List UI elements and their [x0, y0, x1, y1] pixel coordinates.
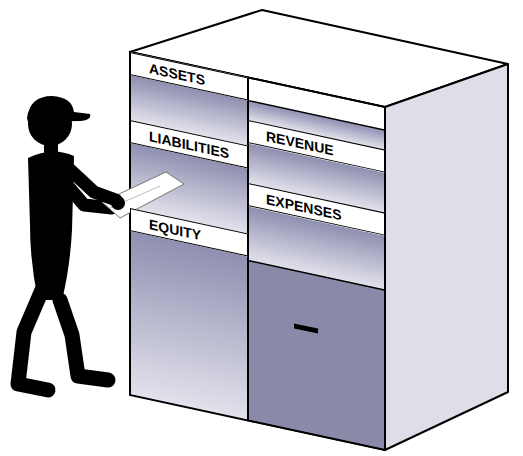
cabinet-front	[130, 52, 385, 450]
cap	[27, 96, 90, 122]
leg	[18, 290, 48, 390]
arm	[66, 166, 116, 200]
blank-strip	[248, 77, 385, 130]
front-outline	[130, 52, 385, 450]
drawer	[248, 260, 385, 450]
hand	[111, 196, 125, 210]
shelf-opening	[130, 231, 248, 420]
drawer-handle	[294, 323, 318, 333]
front-panel	[130, 52, 385, 450]
leg	[60, 300, 108, 380]
cabinet-side	[385, 64, 508, 450]
